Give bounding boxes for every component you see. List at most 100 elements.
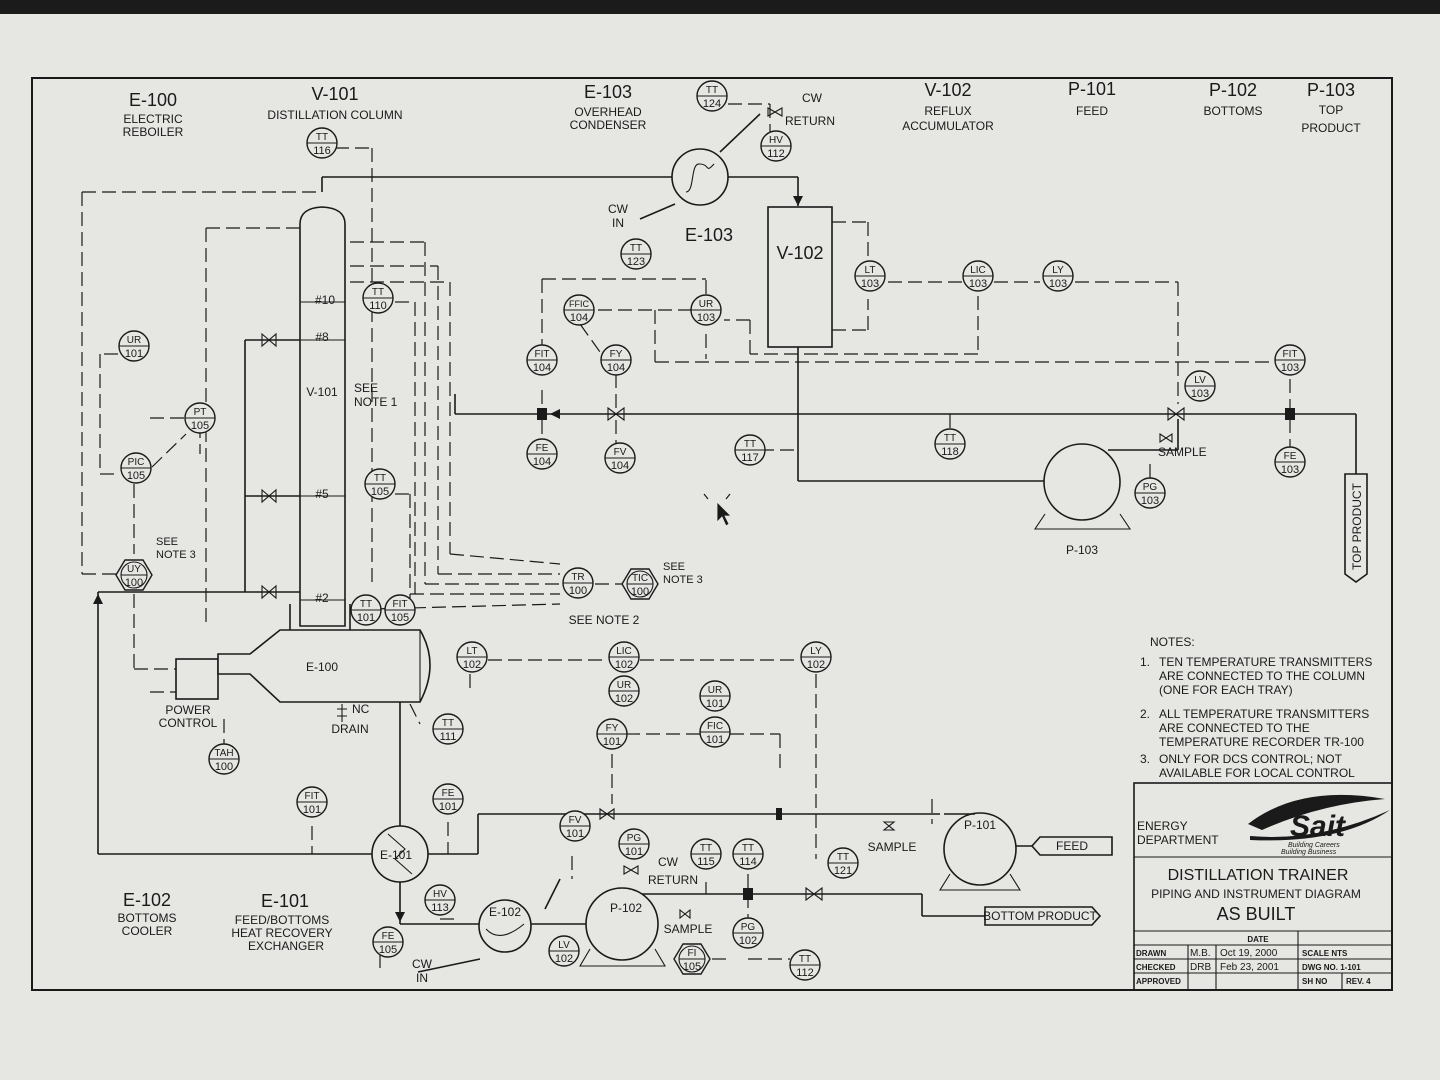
header-desc-p103: TOP [1319,103,1343,117]
return-top-label: RETURN [785,114,835,128]
svg-text:LY: LY [810,646,822,657]
header-desc3-e101: EXCHANGER [248,939,324,953]
svg-text:PG: PG [741,922,756,933]
svg-text:104: 104 [533,456,551,468]
nc-label: NC [352,702,370,716]
svg-text:TT: TT [744,439,756,450]
logo-tagline-1: Building Careers [1288,842,1340,849]
in-label: IN [612,216,624,230]
svg-text:TT: TT [360,599,372,610]
svg-text:PT: PT [194,407,207,418]
svg-text:TT: TT [742,843,754,854]
see-note-3a: SEE [156,536,178,548]
svg-text:FY: FY [610,349,623,360]
header-desc-p101: FEED [1076,104,1108,118]
feed-label: FEED [1056,839,1088,853]
e103-tag: E-103 [685,225,733,245]
instrument-bubbles: TT124HV112TT116TT123LT103LIC103LY103FFIC… [118,80,1306,981]
top-product-box: TOP PRODUCT [1344,473,1368,583]
svg-text:TT: TT [442,718,454,729]
note-1-line-3: (ONE FOR EACH TRAY) [1159,683,1293,697]
svg-text:FE: FE [536,443,549,454]
svg-text:112: 112 [767,148,785,160]
cw-top-label: CW [802,91,823,105]
svg-text:117: 117 [741,452,759,464]
see-note-1a: SEE [354,381,378,395]
see-note-2: SEE NOTE 2 [569,613,640,627]
return-mid-label: RETURN [648,873,698,887]
reboiler-e100: E-100 POWER CONTROL NC DRAIN [159,609,431,736]
header-desc2-e100: REBOILER [123,125,184,139]
svg-text:116: 116 [313,145,331,157]
note-1-line-2: ARE CONNECTED TO THE COLUMN [1159,669,1365,683]
top-product-label: TOP PRODUCT [1350,482,1364,570]
svg-text:FE: FE [382,931,395,942]
drawing-status: AS BUILT [1217,904,1296,924]
header-tag-e101: E-101 [261,891,309,911]
feed-box: FEED [1030,836,1113,856]
see-note-3b: NOTE 3 [156,549,196,561]
header-desc-v101: DISTILLATION COLUMN [267,108,402,122]
svg-text:FIT: FIT [305,791,320,802]
svg-text:113: 113 [431,902,449,914]
svg-text:103: 103 [969,278,987,290]
svg-text:105: 105 [683,961,701,973]
svg-text:104: 104 [611,460,629,472]
svg-text:FIT: FIT [393,599,408,610]
svg-text:105: 105 [391,612,409,624]
svg-text:FE: FE [1284,451,1297,462]
date-header: DATE [1247,935,1269,944]
sample-bottom-label: SAMPLE [664,922,713,936]
rev: REV. 4 [1346,977,1371,986]
in-bottom-label: IN [416,971,428,985]
accumulator-v102: V-102 [767,206,833,348]
instrument-tt-111: TT 111 [432,713,464,745]
svg-text:114: 114 [739,856,757,868]
header-desc-v102: REFLUX [924,104,971,118]
tray-label-2: #2 [315,591,329,605]
notes-block: NOTES: 1. TEN TEMPERATURE TRANSMITTERS A… [1140,635,1372,780]
equipment-headers: E-100 ELECTRIC REBOILER V-101 DISTILLATI… [117,79,1361,953]
note-3-line-2: AVAILABLE FOR LOCAL CONTROL [1159,766,1355,780]
checked-date: Feb 23, 2001 [1220,962,1279,973]
header-tag-p103: P-103 [1307,80,1355,100]
drawn-date: Oct 19, 2000 [1220,948,1278,959]
svg-text:UR: UR [127,335,141,346]
header-desc2-e101: HEAT RECOVERY [231,926,332,940]
svg-text:FV: FV [614,447,627,458]
svg-text:101: 101 [566,828,584,840]
drain-label: DRAIN [331,722,368,736]
pid-drawing: E-100 ELECTRIC REBOILER V-101 DISTILLATI… [31,77,1393,991]
power-control-1: POWER [165,703,211,717]
v102-tag: V-102 [776,243,823,263]
e102-tag: E-102 [489,905,521,919]
cw-in-label: CW [608,202,629,216]
svg-text:101: 101 [603,736,621,748]
dwg-no: DWG NO. 1-101 [1302,963,1361,972]
pump-p102: P-102 CW RETURN SAMPLE [579,855,823,967]
checked-by: DRB [1190,962,1211,973]
drawn-label: DRAWN [1136,949,1166,958]
header-desc2-e102: COOLER [122,924,173,938]
svg-text:LY: LY [1052,265,1064,276]
v101-tag: V-101 [306,385,338,399]
svg-text:PG: PG [627,833,642,844]
svg-text:112: 112 [796,967,814,979]
svg-text:PG: PG [1143,482,1158,493]
svg-text:LT: LT [865,265,876,276]
svg-text:101: 101 [706,698,724,710]
svg-text:102: 102 [615,659,633,671]
svg-text:FY: FY [606,723,619,734]
p101-tag: P-101 [964,818,996,832]
tray-label-5: #5 [315,487,329,501]
svg-text:111: 111 [440,731,457,743]
